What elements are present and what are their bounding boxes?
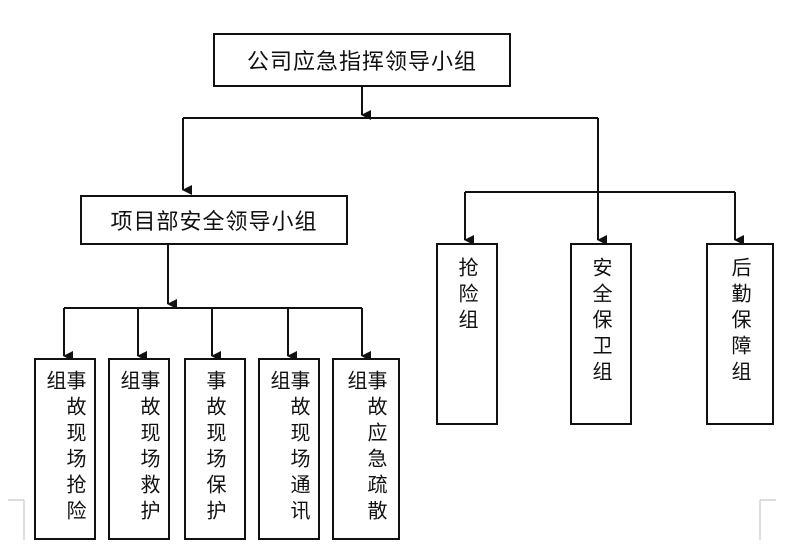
site-group-box: 事故应急疏散组 <box>332 358 400 540</box>
right-group-label: 抢险组 <box>455 257 479 335</box>
right-group-box: 抢险组 <box>436 243 498 425</box>
site-group-label: 事故应急疏散组 <box>344 370 388 526</box>
site-group-box: 事故现场保护 <box>184 358 246 540</box>
site-group-label: 事故现场抢险组 <box>43 370 87 526</box>
site-group-label: 事故现场保护 <box>203 370 227 526</box>
site-group-box: 事故现场救护组 <box>108 358 170 540</box>
top-leadership-box: 公司应急指挥领导小组 <box>213 33 511 87</box>
site-group-label: 事故现场通讯组 <box>267 370 311 526</box>
right-group-label: 后勤保障组 <box>728 257 752 387</box>
right-group-box: 安全保卫组 <box>570 243 632 425</box>
project-leadership-box: 项目部安全领导小组 <box>80 195 348 245</box>
site-group-box: 事故现场通讯组 <box>258 358 320 540</box>
top-leadership-label: 公司应急指挥领导小组 <box>246 50 477 75</box>
right-group-label: 安全保卫组 <box>589 257 613 387</box>
project-leadership-label: 项目部安全领导小组 <box>110 210 318 235</box>
right-group-box: 后勤保障组 <box>706 243 774 425</box>
site-group-box: 事故现场抢险组 <box>34 358 96 540</box>
site-group-label: 事故现场救护组 <box>117 370 161 526</box>
